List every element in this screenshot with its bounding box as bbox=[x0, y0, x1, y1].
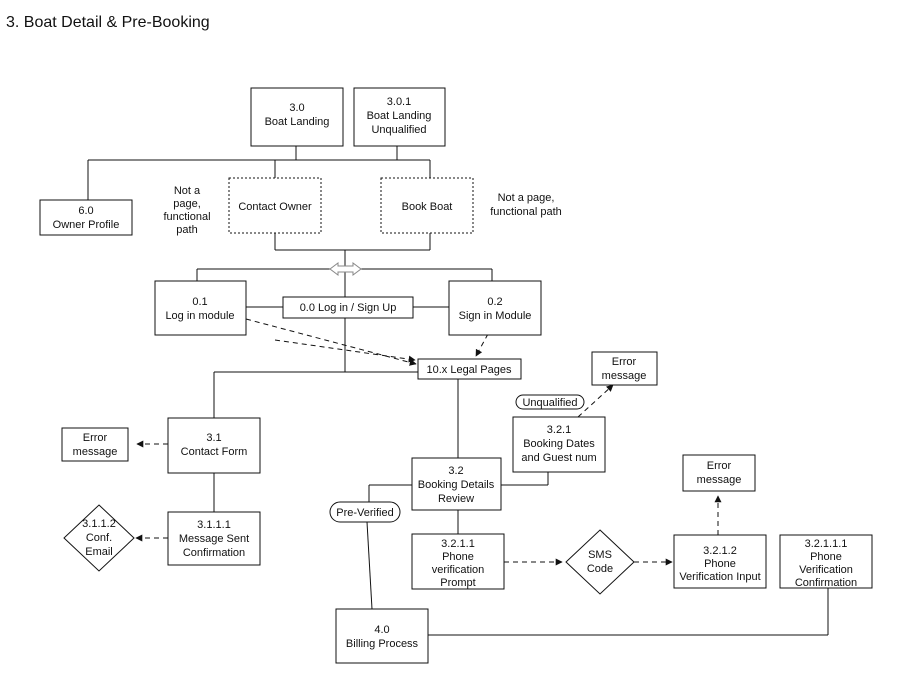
node-3-2-1-2[interactable]: 3.2.1.2 Phone Verification Input bbox=[673, 534, 767, 589]
error-message-1[interactable]: Error message bbox=[591, 351, 658, 386]
svg-text:3.2.1.1.1: 3.2.1.1.1 bbox=[805, 538, 848, 550]
node-3-1[interactable]: 3.1 Contact Form bbox=[167, 417, 261, 474]
svg-text:Log in module: Log in module bbox=[165, 310, 234, 322]
svg-text:Boat Landing: Boat Landing bbox=[265, 116, 330, 128]
svg-text:Not a page,: Not a page, bbox=[498, 192, 555, 204]
svg-text:Booking Dates: Booking Dates bbox=[523, 438, 595, 450]
node-0-0[interactable]: 0.0 Log in / Sign Up bbox=[282, 296, 414, 319]
svg-text:Contact Owner: Contact Owner bbox=[238, 201, 312, 213]
svg-text:3.2.1.2: 3.2.1.2 bbox=[703, 545, 737, 557]
svg-text:Confirmation: Confirmation bbox=[183, 547, 245, 559]
svg-text:Boat Landing: Boat Landing bbox=[367, 110, 432, 122]
svg-text:Contact Form: Contact Form bbox=[181, 446, 248, 458]
node-3-2-1-1-1[interactable]: 3.2.1.1.1 Phone Verification Confirmatio… bbox=[779, 534, 873, 589]
svg-text:verification: verification bbox=[432, 564, 485, 576]
svg-text:Verification Input: Verification Input bbox=[679, 571, 760, 583]
connectors bbox=[87, 146, 829, 636]
node-4-0[interactable]: 4.0 Billing Process bbox=[335, 608, 429, 664]
node-3-0-1[interactable]: 3.0.1 Boat Landing Unqualified bbox=[353, 87, 446, 147]
svg-text:Book Boat: Book Boat bbox=[402, 201, 453, 213]
svg-text:Unqualified: Unqualified bbox=[371, 124, 426, 136]
svg-text:Pre-Verified: Pre-Verified bbox=[336, 507, 393, 519]
svg-text:Sign in Module: Sign in Module bbox=[459, 310, 532, 322]
svg-text:functional: functional bbox=[163, 211, 210, 223]
node-0-1[interactable]: 0.1 Log in module bbox=[154, 280, 247, 336]
preverified-label: Pre-Verified bbox=[329, 501, 401, 523]
svg-text:Phone: Phone bbox=[810, 551, 842, 563]
svg-text:Billing Process: Billing Process bbox=[346, 638, 419, 650]
svg-text:3.0.1: 3.0.1 bbox=[387, 96, 411, 108]
svg-text:3.2.1: 3.2.1 bbox=[547, 424, 571, 436]
svg-text:10.x Legal Pages: 10.x Legal Pages bbox=[426, 364, 512, 376]
node-3-1-1-1[interactable]: 3.1.1.1 Message Sent Confirmation bbox=[167, 511, 261, 566]
svg-text:Owner Profile: Owner Profile bbox=[53, 219, 120, 231]
book-boat-node[interactable]: Book Boat bbox=[380, 177, 474, 234]
svg-text:Message Sent: Message Sent bbox=[179, 533, 249, 545]
svg-text:Verification: Verification bbox=[799, 564, 853, 576]
node-3-0[interactable]: 3.0 Boat Landing bbox=[250, 87, 344, 147]
contact-owner-node[interactable]: Contact Owner bbox=[228, 177, 322, 234]
svg-text:3.2: 3.2 bbox=[448, 465, 463, 477]
error-message-2[interactable]: Error message bbox=[61, 427, 129, 462]
note-right: Not a page, functional path bbox=[490, 192, 562, 218]
svg-text:3.2.1.1: 3.2.1.1 bbox=[441, 538, 475, 550]
svg-text:page,: page, bbox=[173, 198, 201, 210]
svg-text:4.0: 4.0 bbox=[374, 624, 389, 636]
svg-text:Not a: Not a bbox=[174, 185, 201, 197]
node-3-2-1[interactable]: 3.2.1 Booking Dates and Guest num bbox=[512, 416, 606, 473]
svg-text:Code: Code bbox=[587, 563, 613, 575]
svg-text:0.0 Log in / Sign Up: 0.0 Log in / Sign Up bbox=[300, 302, 397, 314]
svg-text:3.1.1.1: 3.1.1.1 bbox=[197, 519, 231, 531]
svg-text:Error: Error bbox=[612, 356, 637, 368]
unqualified-label: Unqualified bbox=[515, 394, 585, 410]
node-6-0[interactable]: 6.0 Owner Profile bbox=[39, 199, 133, 236]
svg-text:3.1.1.2: 3.1.1.2 bbox=[82, 518, 116, 530]
svg-text:Review: Review bbox=[438, 493, 474, 505]
svg-text:and Guest num: and Guest num bbox=[521, 452, 596, 464]
svg-text:message: message bbox=[73, 446, 118, 458]
sms-code-node[interactable]: SMS Code bbox=[565, 529, 635, 595]
error-message-3[interactable]: Error message bbox=[682, 454, 756, 492]
dashed-arrows bbox=[135, 318, 722, 566]
svg-text:Prompt: Prompt bbox=[440, 577, 475, 589]
svg-text:SMS: SMS bbox=[588, 549, 612, 561]
svg-text:0.2: 0.2 bbox=[487, 296, 502, 308]
svg-text:Unqualified: Unqualified bbox=[522, 397, 577, 409]
svg-text:path: path bbox=[176, 224, 197, 236]
node-3-2[interactable]: 3.2 Booking Details Review bbox=[411, 457, 502, 511]
svg-text:Confirmation: Confirmation bbox=[795, 577, 857, 589]
svg-text:message: message bbox=[602, 370, 647, 382]
svg-text:functional path: functional path bbox=[490, 206, 562, 218]
svg-text:Email: Email bbox=[85, 546, 113, 558]
svg-text:3.0: 3.0 bbox=[289, 102, 304, 114]
svg-text:Error: Error bbox=[83, 432, 108, 444]
svg-text:Booking Details: Booking Details bbox=[418, 479, 495, 491]
svg-text:0.1: 0.1 bbox=[192, 296, 207, 308]
node-10-x[interactable]: 10.x Legal Pages bbox=[417, 358, 522, 380]
node-0-2[interactable]: 0.2 Sign in Module bbox=[448, 280, 542, 336]
svg-text:3.1: 3.1 bbox=[206, 432, 221, 444]
svg-text:Error: Error bbox=[707, 460, 732, 472]
svg-text:Phone: Phone bbox=[704, 558, 736, 570]
svg-text:Conf.: Conf. bbox=[86, 532, 112, 544]
svg-text:Phone: Phone bbox=[442, 551, 474, 563]
double-arrow-icon bbox=[329, 262, 362, 276]
node-3-2-1-1[interactable]: 3.2.1.1 Phone verification Prompt bbox=[411, 533, 505, 590]
diagram-title: 3. Boat Detail & Pre-Booking bbox=[6, 14, 210, 31]
note-left: Not a page, functional path bbox=[163, 185, 210, 236]
node-3-1-1-2[interactable]: 3.1.1.2 Conf. Email bbox=[63, 504, 135, 572]
svg-text:message: message bbox=[697, 474, 742, 486]
svg-text:6.0: 6.0 bbox=[78, 205, 93, 217]
